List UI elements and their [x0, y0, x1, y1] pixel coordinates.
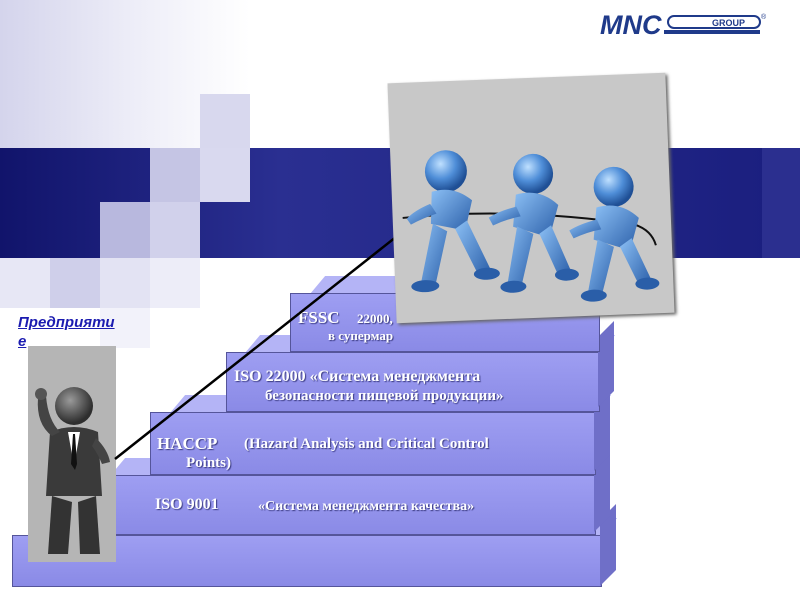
- enterprise-panel: [28, 346, 116, 562]
- background-band-right: [762, 148, 800, 258]
- step-haccp: [150, 412, 596, 475]
- step-iso-9001-desc: «Система менеджмента качества»: [258, 499, 475, 514]
- enterprise-label-line1: Предприяти: [18, 314, 115, 331]
- enterprise-label-line2: е: [18, 333, 27, 350]
- logo-text: MNC: [600, 10, 662, 40]
- tug-of-war-panel: [387, 72, 675, 324]
- step-fssc-desc: 22000,: [357, 311, 393, 326]
- step-fssc-title: FSSC: [298, 308, 340, 327]
- step-iso-9001: [92, 475, 596, 535]
- step-fssc-desc-2: в супермар: [328, 328, 394, 343]
- enterprise-label: Предприяти е: [18, 313, 158, 351]
- mnc-group-logo: MNC GROUP ®: [600, 10, 770, 40]
- step-haccp-desc-2: Points): [186, 455, 231, 471]
- step-iso-22000-title: ISO 22000 «Система менеджмента: [234, 368, 481, 385]
- step-haccp-title: HACCP: [157, 434, 218, 453]
- step-iso-9001-title: ISO 9001: [155, 496, 219, 513]
- step-haccp-desc: (Hazard Analysis and Critical Control: [244, 436, 489, 452]
- enterprise-person-icon: [35, 387, 110, 554]
- step-iso-22000: [226, 352, 600, 412]
- logo-subtext: GROUP: [712, 18, 745, 28]
- tug-of-war-icon: [402, 150, 660, 302]
- step-iso-22000-desc: безопасности пищевой продукции»: [265, 388, 504, 404]
- logo-mark: ®: [761, 13, 767, 21]
